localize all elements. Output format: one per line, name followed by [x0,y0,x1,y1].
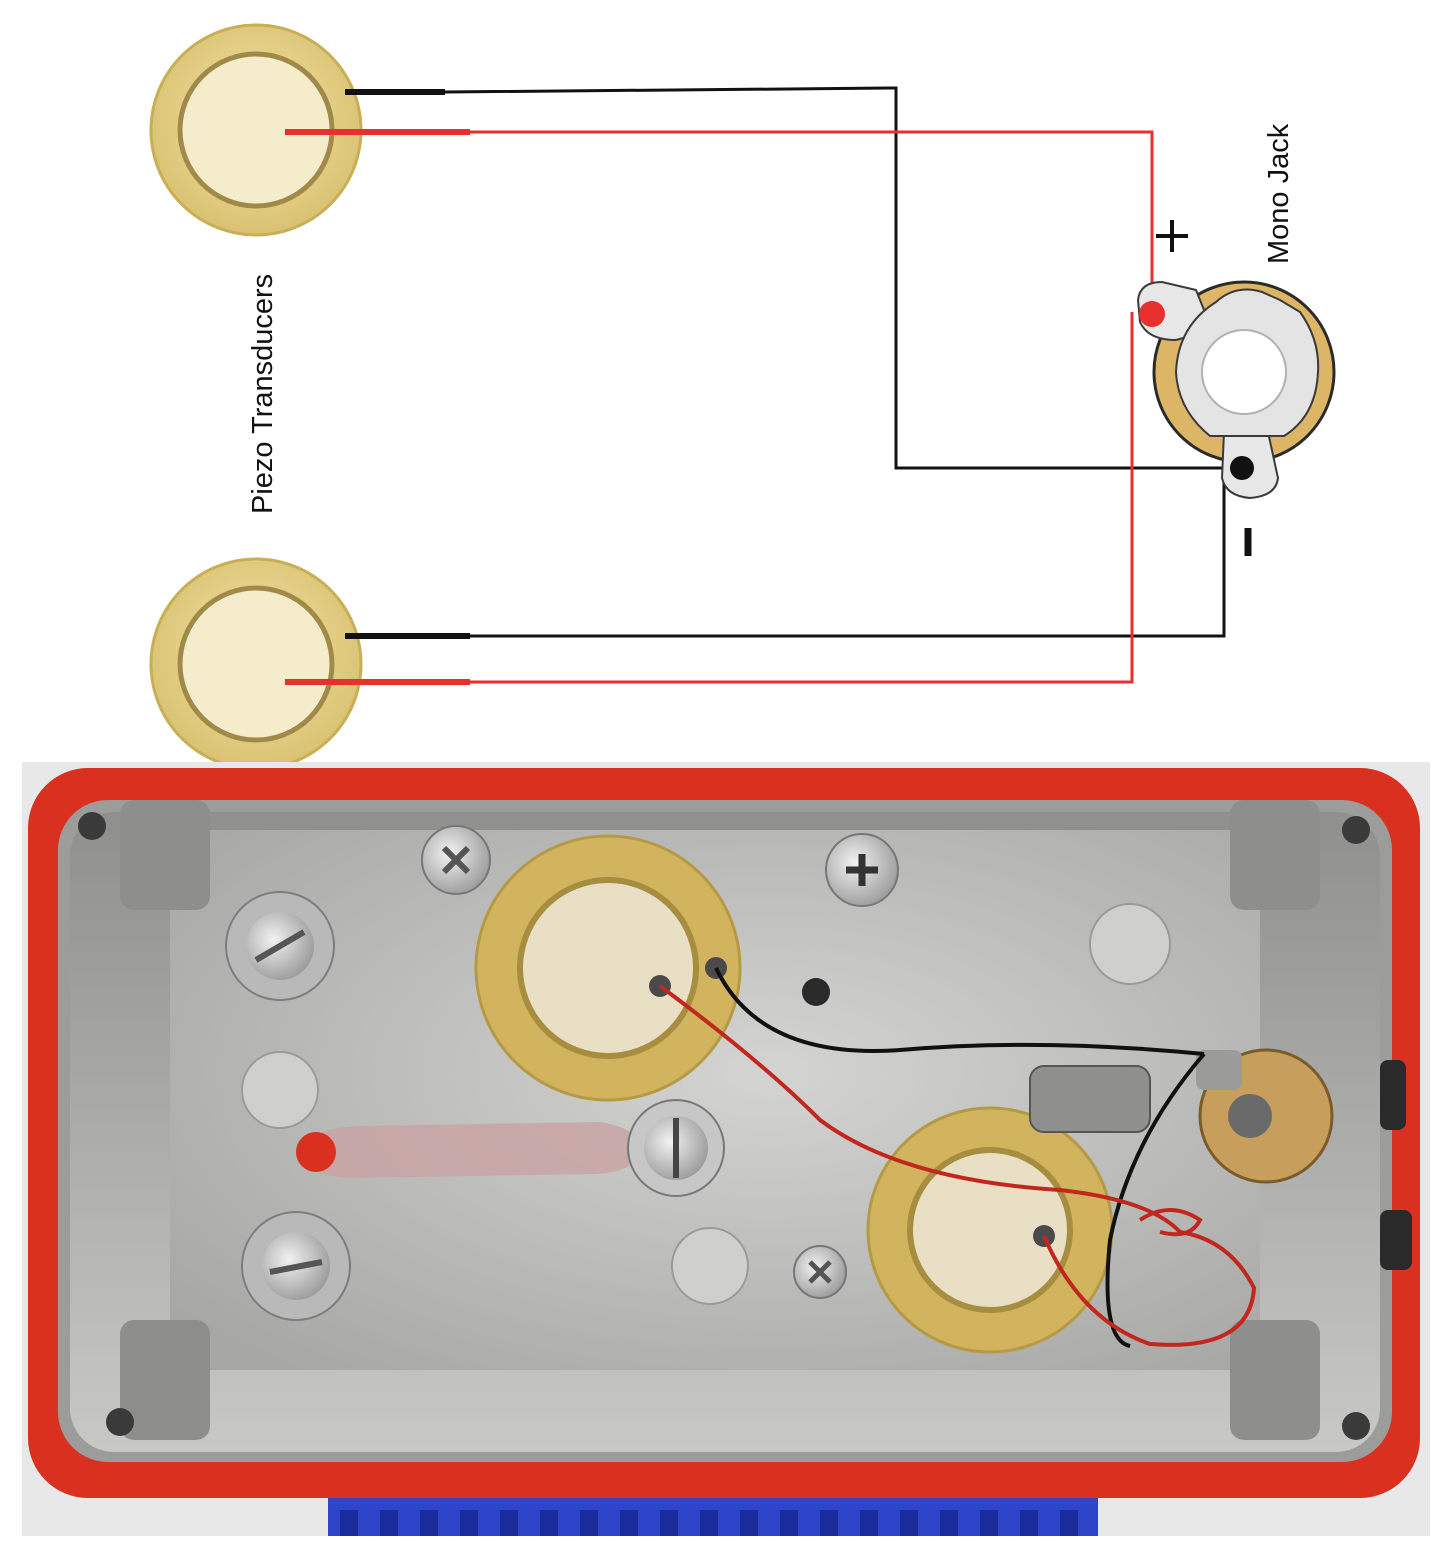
mono-jack-label: Mono Jack [1263,123,1295,264]
photo-piezo-top [474,834,742,1102]
wire-negative [345,86,1240,639]
piezo-transducers-label: Piezo Transducers [247,274,279,514]
piezo-bottom [149,557,363,771]
photo-wires [658,967,1257,1348]
schematic: Piezo Transducers Mono Jack [149,23,1336,771]
mono-jack [1136,220,1336,556]
photo-jack [1029,1048,1412,1270]
photo-piezo-bottom [866,1106,1114,1354]
screws [225,825,899,1321]
photo-enclosure [22,762,1430,1536]
wire-positive [285,129,1154,685]
